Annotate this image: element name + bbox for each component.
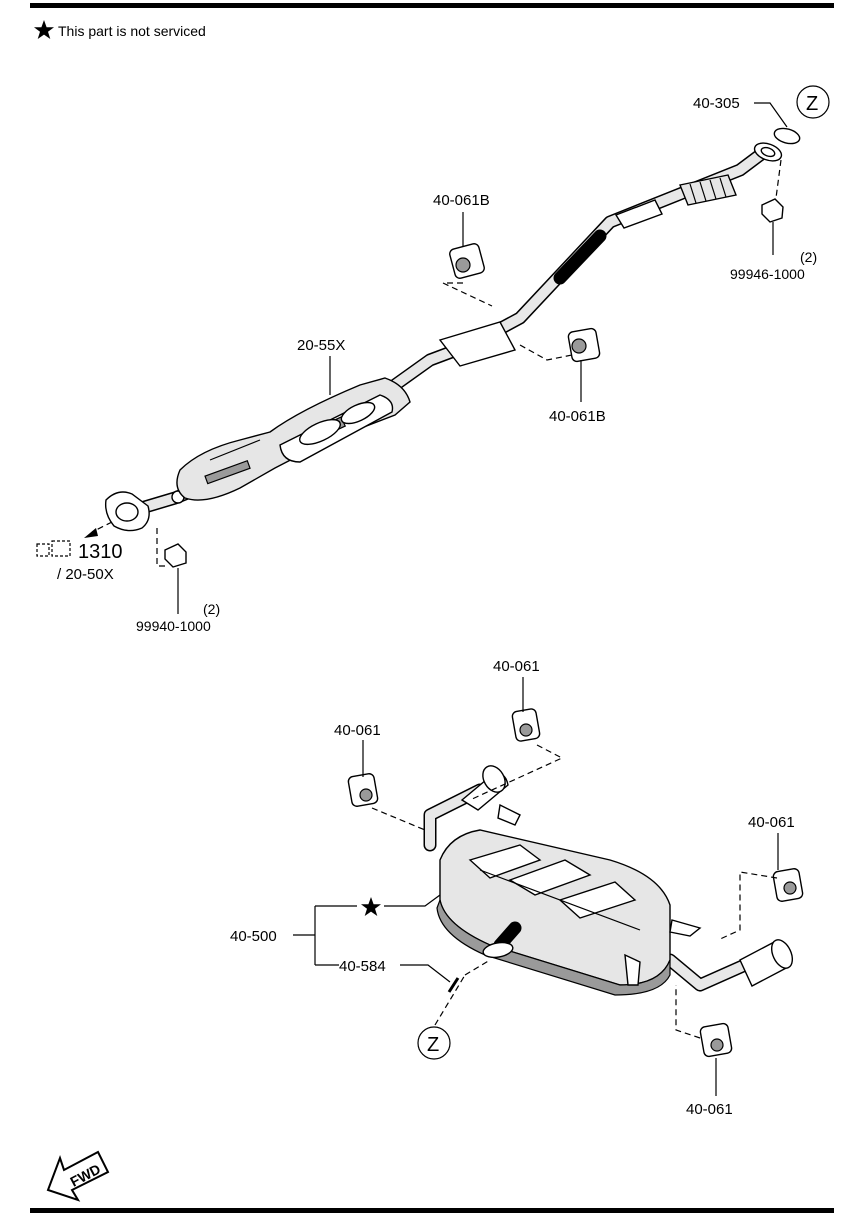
leader-star [384, 894, 441, 907]
bottom-border [30, 1208, 834, 1213]
muffler-bolt [447, 977, 460, 993]
callout-40-500: 40-500 [230, 928, 277, 945]
callout-99940: 99940-1000 [136, 618, 211, 634]
gasket-top [773, 127, 801, 145]
hanger-mid [567, 327, 601, 363]
top-border [30, 3, 834, 8]
catalytic-converter [176, 377, 411, 501]
leader-40-584 [400, 964, 451, 983]
callout-40-061-rear-left: 40-061 [334, 722, 381, 739]
hanger-rear-top [511, 708, 541, 742]
callout-40-061-rear-top: 40-061 [493, 658, 540, 675]
front-pipe [104, 142, 783, 532]
ref-group-icon [36, 540, 71, 557]
nut-front [164, 543, 187, 568]
callout-99946: 99946-1000 [730, 266, 805, 282]
note-text: This part is not serviced [58, 23, 206, 39]
callout-40-061b-mid: 40-061B [549, 408, 606, 425]
star-icon [361, 897, 381, 916]
callout-99946-qty: (2) [800, 249, 817, 265]
z-marker-top-label: Z [806, 93, 818, 115]
callout-40-061-rear-bottom: 40-061 [686, 1101, 733, 1118]
z-marker-top [796, 85, 830, 119]
callout-40-061b-top: 40-061B [433, 192, 490, 209]
fwd-arrow-icon: FWD [46, 1150, 110, 1202]
callout-40-305: 40-305 [693, 95, 740, 112]
hanger-rear-left [347, 773, 379, 807]
callout-40-061-rear-right: 40-061 [748, 814, 795, 831]
callout-1310: 1310 [78, 541, 123, 563]
nut-top-right [761, 198, 784, 223]
leader-40-305 [754, 102, 788, 128]
hanger-rear-bottom [699, 1022, 733, 1058]
z-marker-bottom-label: Z [427, 1034, 439, 1056]
bracket-40-500 [293, 905, 357, 966]
hanger-top-left [449, 243, 485, 279]
hanger-rear-right [772, 868, 804, 902]
callout-20-55x: 20-55X [297, 337, 345, 354]
rear-muffler [423, 765, 794, 996]
z-marker-bottom [417, 1026, 451, 1060]
callout-40-584: 40-584 [339, 958, 386, 975]
callout-20-50x: / 20-50X [57, 566, 114, 583]
star-icon [34, 20, 54, 39]
callout-99940-qty: (2) [203, 601, 220, 617]
